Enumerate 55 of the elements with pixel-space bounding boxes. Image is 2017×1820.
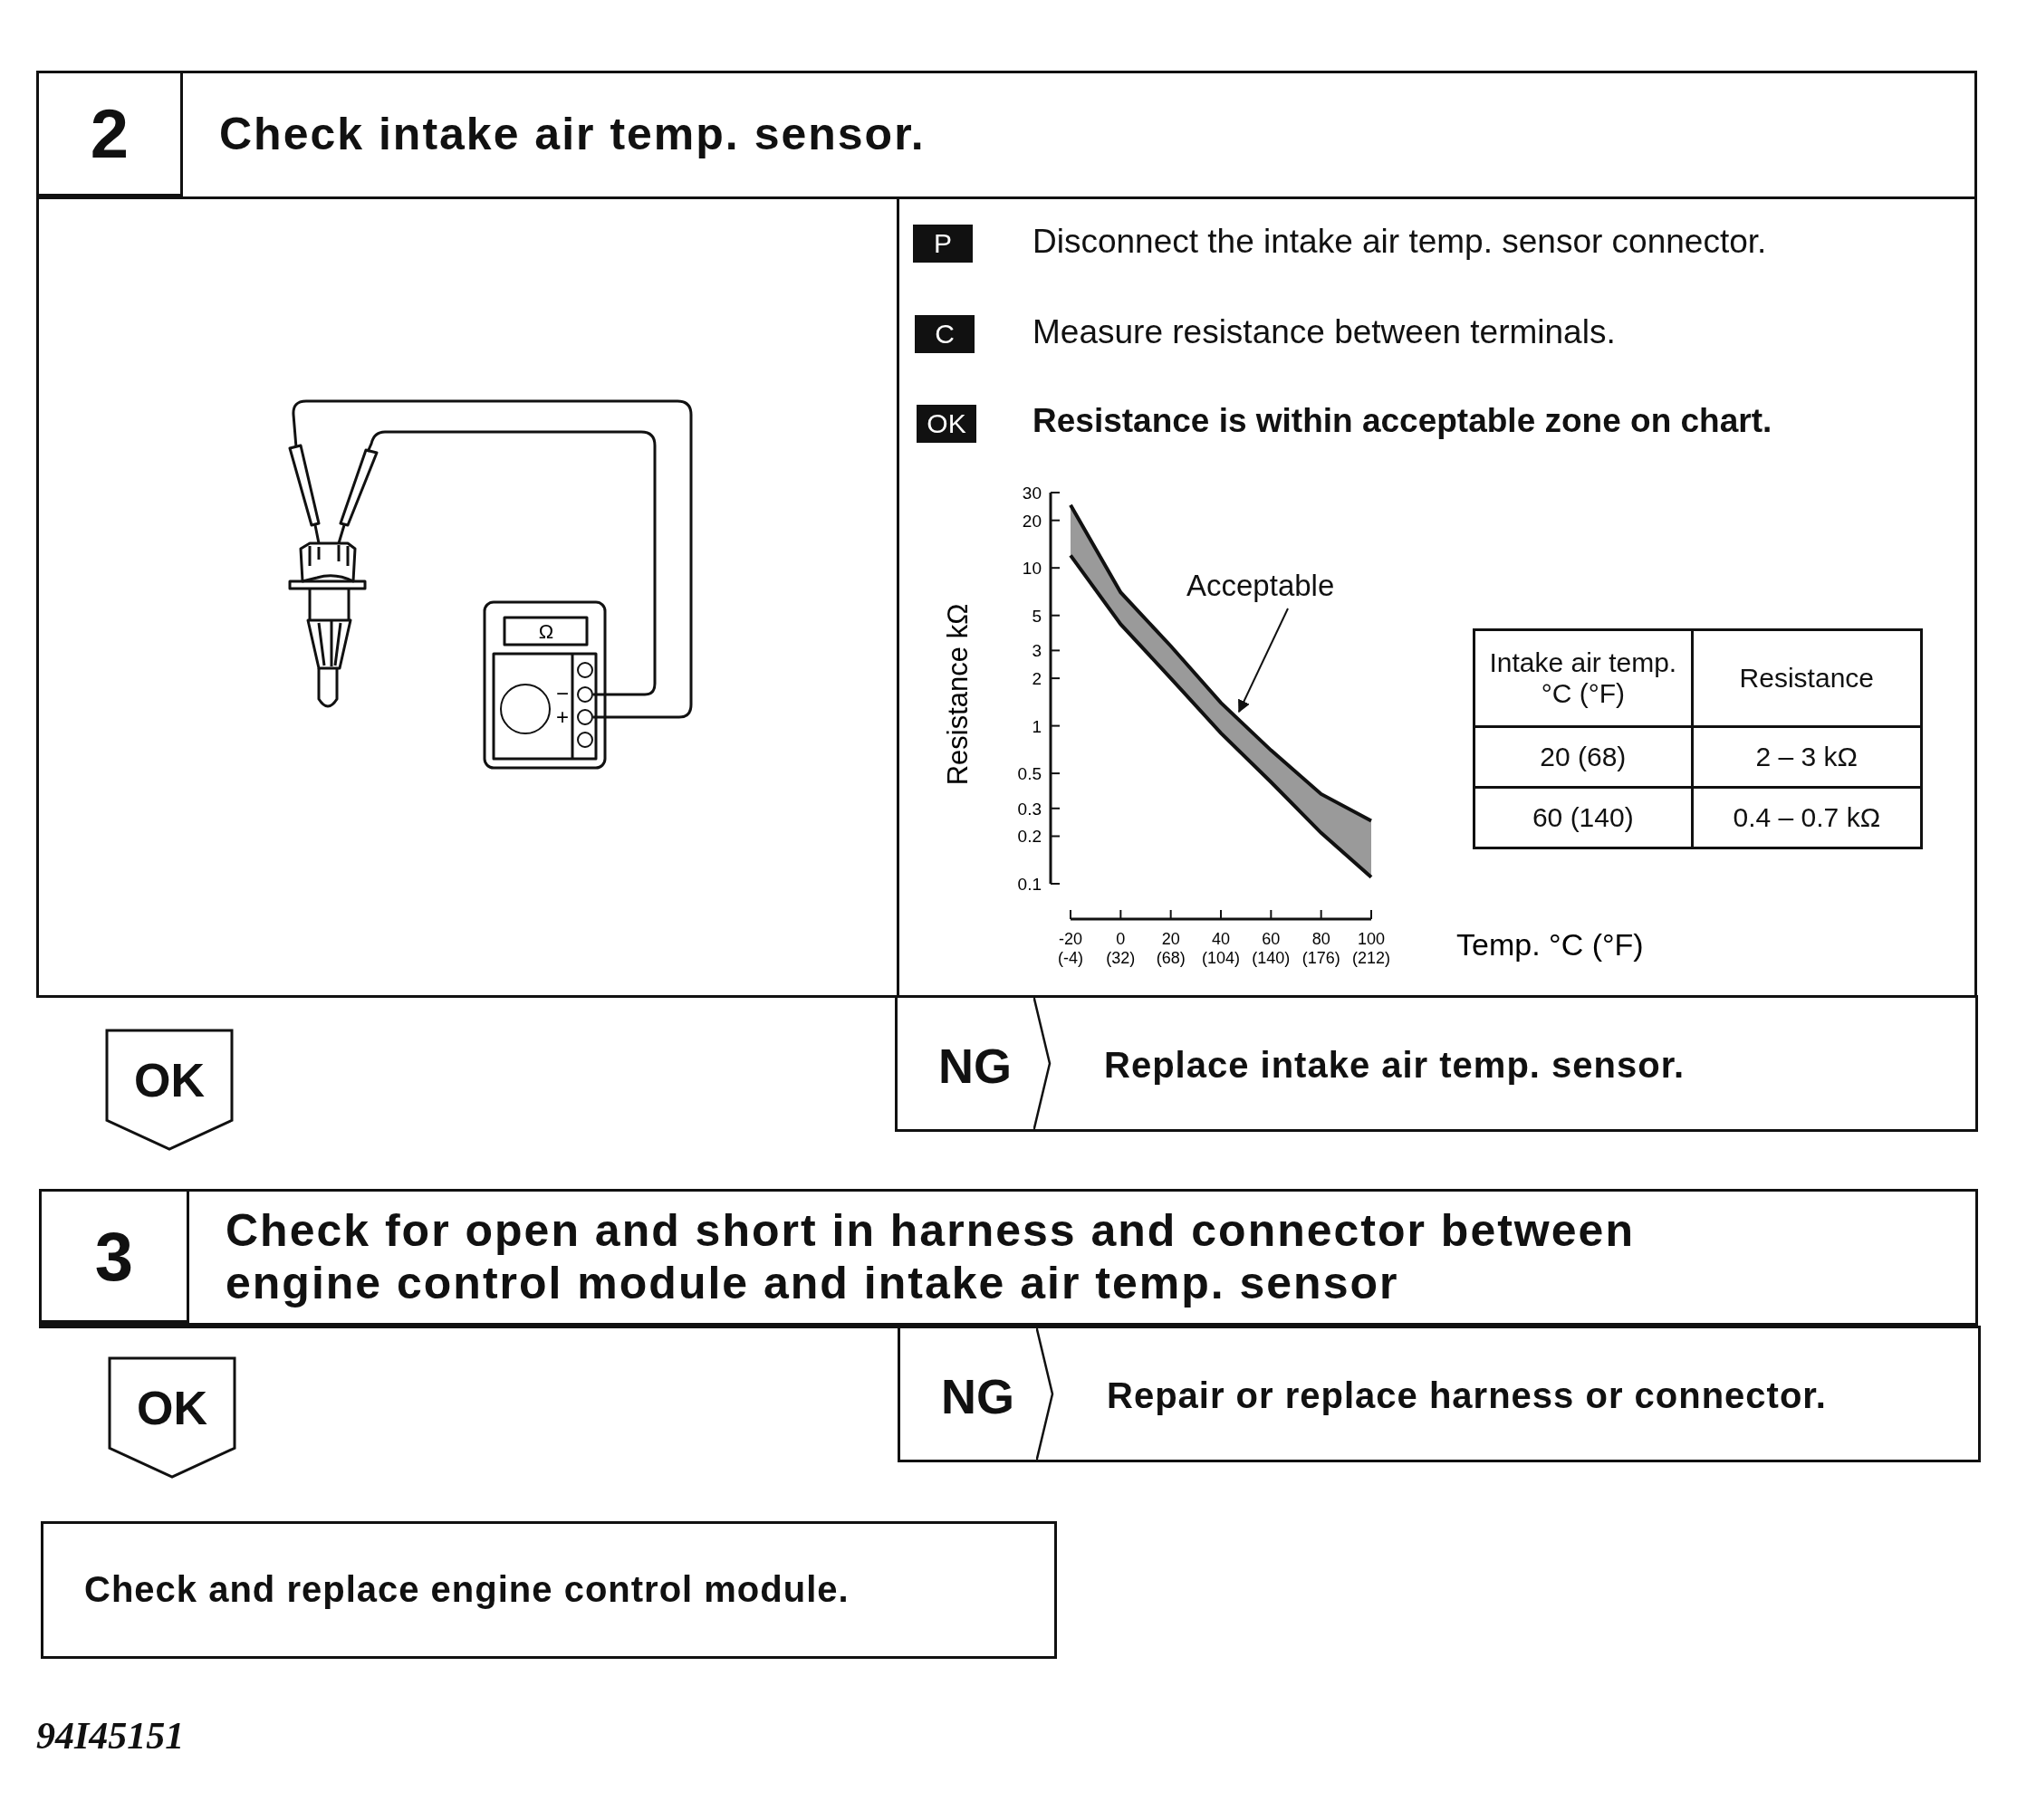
tick-label: 100 (212): [1352, 930, 1390, 967]
table-entry: 0.4 – 0.7 kΩ: [1692, 787, 1922, 848]
axis-title: Temp. °C (°F): [1456, 927, 1644, 962]
result-box: [895, 995, 1978, 1132]
instruction-text: Resistance is within acceptable zone on chart.: [1033, 402, 1772, 440]
step-header: [39, 1189, 1978, 1328]
tick-label: 0.1: [1017, 875, 1042, 894]
result-box: [898, 1326, 1981, 1462]
tick-label: 0 (32): [1106, 930, 1136, 967]
tick-label: 3: [1032, 641, 1042, 661]
tick-label: 5: [1032, 606, 1042, 626]
table-header: Intake air temp. °C (°F): [1474, 629, 1693, 727]
action-text: Replace intake air temp. sensor.: [1104, 1044, 1686, 1086]
tick-label: 0.2: [1017, 827, 1042, 847]
tick-label: 60 (140): [1252, 930, 1291, 967]
annotation-text: Acceptable: [1186, 569, 1335, 603]
symbol-label: −: [556, 681, 569, 705]
table-entry: 2 – 3 kΩ: [1692, 726, 1922, 788]
axis-title: Resistance kΩ: [942, 603, 974, 786]
ok-arrow-badge: [105, 1029, 234, 1151]
tick-label: 30: [1022, 484, 1042, 503]
table-entry: 20 (68): [1474, 726, 1693, 788]
tick-label: 2: [1032, 669, 1042, 689]
action-box: [41, 1521, 1057, 1659]
ok-arrow-badge: [108, 1356, 236, 1479]
ng-label: NG: [938, 1037, 1012, 1094]
ok-label: OK: [136, 1381, 208, 1435]
table-entry: 60 (140): [1474, 787, 1693, 848]
table-header: Resistance: [1692, 629, 1922, 727]
tick-label: 1: [1032, 716, 1042, 736]
action-text: Repair or replace harness or connector.: [1107, 1375, 1827, 1416]
step-number: 3: [42, 1192, 189, 1323]
instruction-badge: C: [915, 315, 975, 353]
symbol-label: Ω: [538, 620, 554, 643]
symbol-label: +: [556, 704, 569, 729]
step-number: 2: [39, 73, 183, 196]
instruction-badge: OK: [917, 405, 976, 443]
action-text: Check and replace engine control module.: [84, 1569, 850, 1610]
tick-label: 10: [1022, 559, 1042, 579]
tick-label: 40 (104): [1202, 930, 1240, 967]
tick-label: 20 (68): [1156, 930, 1186, 967]
ok-label: OK: [133, 1053, 206, 1107]
tick-label: 0.5: [1017, 764, 1042, 784]
instruction-badge: P: [913, 225, 973, 263]
tick-label: 80 (176): [1301, 930, 1340, 967]
step-title: Check for open and short in harness and connector between engine control module and intake air temp. sensor: [226, 1204, 1636, 1310]
step-title: Check intake air temp. sensor.: [219, 108, 926, 162]
tick-label: 0.3: [1017, 799, 1042, 819]
figure-code: 94I45151: [36, 1714, 185, 1758]
tick-label: -20 (-4): [1058, 930, 1083, 967]
instruction-text: Disconnect the intake air temp. sensor connector.: [1033, 223, 1767, 261]
instruction-text: Measure resistance between terminals.: [1033, 313, 1616, 351]
leader-line: [1238, 608, 1289, 714]
ng-label: NG: [941, 1367, 1014, 1424]
tick-label: 20: [1022, 511, 1042, 531]
